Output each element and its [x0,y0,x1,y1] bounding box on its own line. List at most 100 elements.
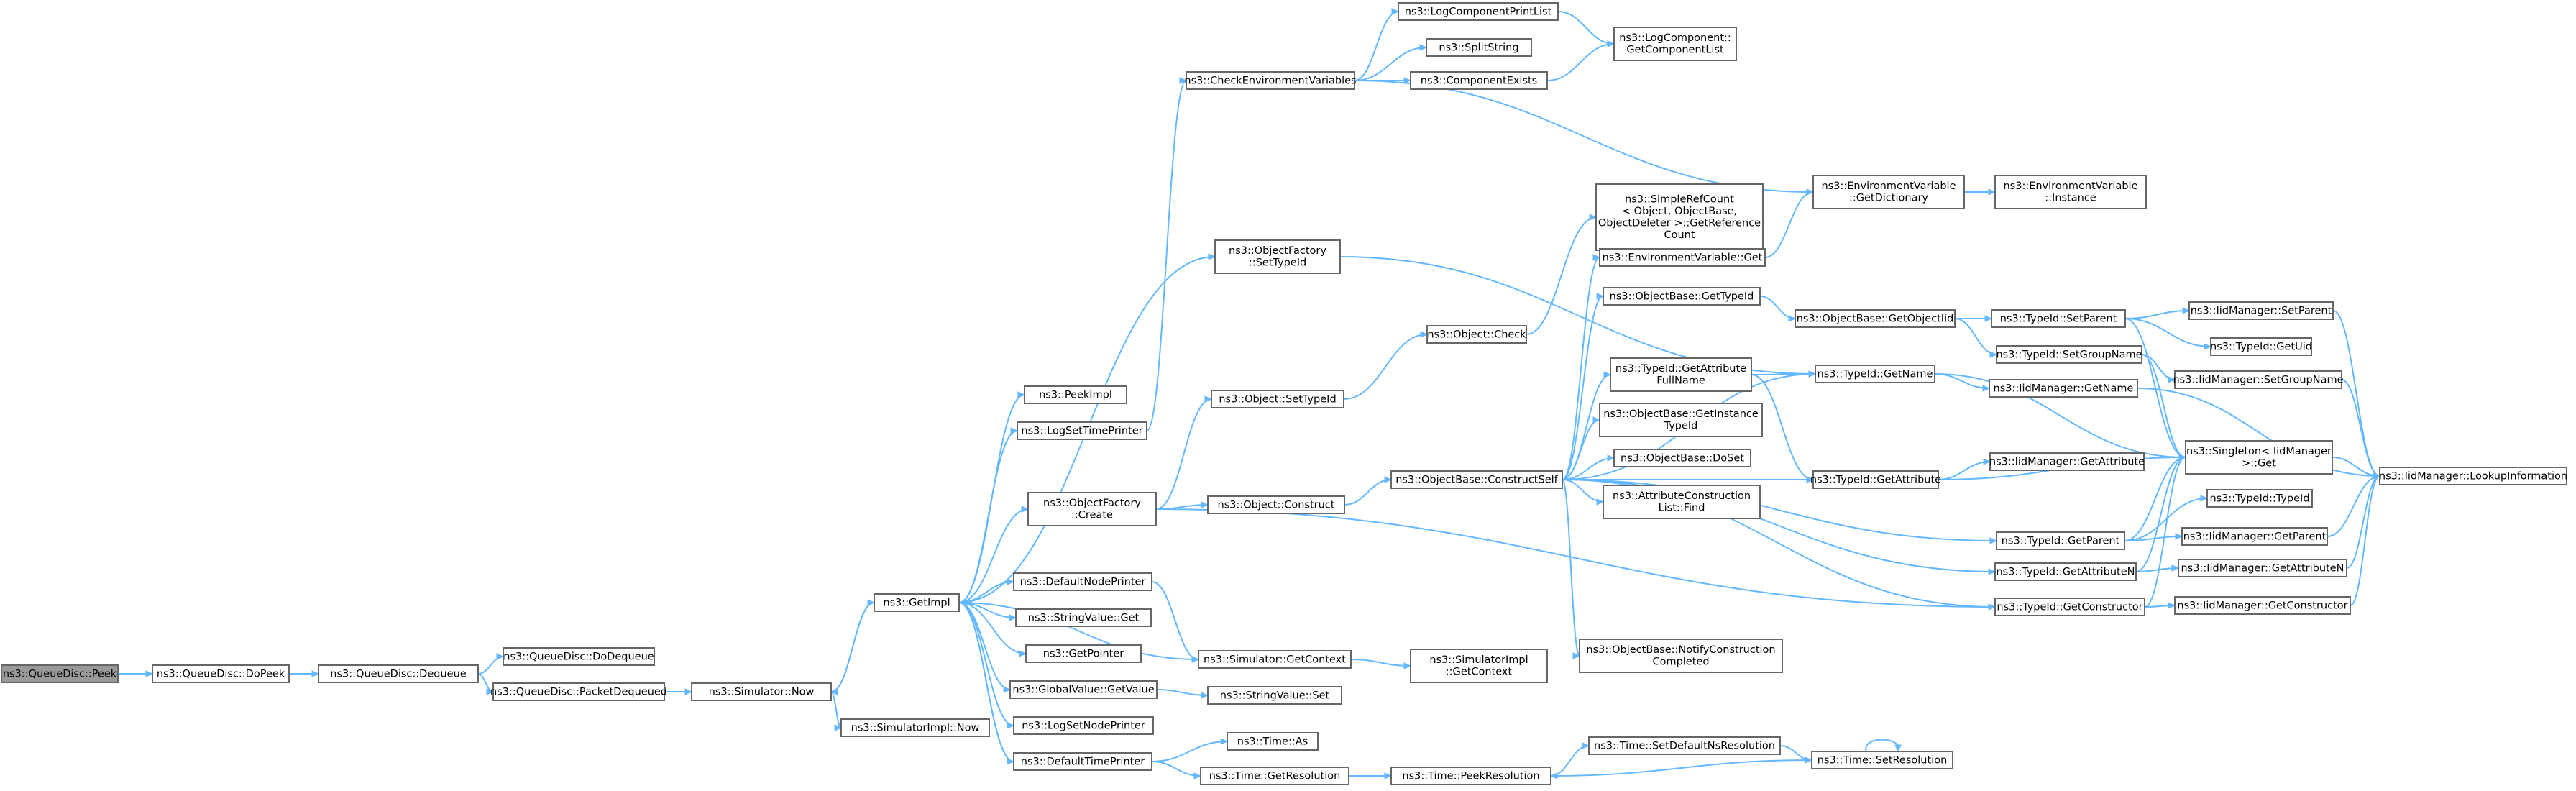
graph-node[interactable]: ns3::EnvironmentVariable::Get [1599,248,1766,267]
graph-node[interactable]: ns3::SimpleRefCount< Object, ObjectBase,… [1595,183,1764,251]
graph-node[interactable]: ns3::IidManager::SetParent [2188,301,2334,320]
graph-node[interactable]: ns3::StringValue::Set [1207,686,1342,705]
edge-arrowhead [1403,77,1412,84]
graph-node[interactable]: ns3::IidManager::GetAttributeN [2178,559,2347,577]
graph-node[interactable]: ns3::ObjectFactory::Create [1027,492,1157,526]
node-label: ns3::ObjectBase::DoSet [1621,452,1744,464]
edge-arrowhead [2178,454,2187,461]
edge-n9-n10 [1146,77,1188,431]
node-label: ns3::CheckEnvironmentVariables [1184,75,1356,86]
graph-node[interactable]: ns3::LogComponent::GetComponentList [1613,27,1737,61]
edge-line [1954,318,1997,355]
node-label: ns3::IidManager::GetName [1994,383,2134,394]
graph-node[interactable]: ns3::Time::PeekResolution [1390,767,1551,785]
graph-node[interactable]: ns3::Object::SetTypeId [1211,390,1344,408]
node-label: ns3::ObjectFactory [1043,498,1141,509]
edge-n30-n23 [1764,188,1815,258]
graph-node[interactable]: ns3::GlobalValue::GetValue [1009,680,1158,699]
edge-n2-n3 [477,653,505,675]
graph-node[interactable]: ns3::CheckEnvironmentVariables [1184,71,1357,90]
edge-n52-n55 [2141,354,2187,461]
edge-arrowhead [1788,315,1797,322]
graph-node[interactable]: ns3::Time::SetResolution [1811,751,1953,769]
root-node[interactable]: ns3::QueueDisc::Peek [1,664,119,683]
graph-node[interactable]: ns3::ObjectBase::NotifyConstructionCompl… [1579,639,1783,673]
node-label: ::SetTypeId [1249,257,1306,269]
edge-arrowhead [1596,498,1605,506]
graph-node[interactable]: ns3::IidManager::GetConstructor [2174,596,2351,615]
graph-node[interactable]: ns3::StringValue::Get [1015,608,1152,627]
graph-node[interactable]: ns3::DefaultNodePrinter [1013,572,1152,591]
graph-node[interactable]: ns3::Simulator::Now [691,682,832,701]
graph-node[interactable]: ns3::Object::Check [1426,325,1527,344]
edge-n12-n50 [1155,508,1997,611]
node-label: ns3::Object::Construct [1218,499,1335,511]
edge-n18-n6 [958,599,1014,762]
graph-node[interactable]: ns3::LogComponentPrintList [1398,2,1559,21]
graph-node[interactable]: ns3::IidManager::LookupInformation [2379,467,2567,485]
graph-node[interactable]: ns3::TypeId::GetConstructor [1994,598,2145,616]
graph-node[interactable]: ns3::QueueDisc::DoDequeue [503,647,655,666]
graph-node[interactable]: ns3::Time::SetDefaultNsResolution [1588,736,1781,755]
graph-node[interactable]: ns3::IidManager::GetParent [2181,527,2328,546]
graph-node[interactable]: ns3::Singleton< IidManager>::Get [2185,440,2333,475]
node-label: ns3::StringValue::Set [1220,690,1330,701]
graph-node[interactable]: ns3::DefaultTimePrinter [1013,752,1152,771]
node-label: ns3::StringValue::Get [1028,612,1140,623]
edge-arrowhead [1549,772,1558,779]
graph-node[interactable]: ns3::QueueDisc::PacketDequeued [490,682,667,701]
node-box [1017,421,1147,440]
edge-line [1354,80,1814,193]
graph-node[interactable]: ns3::LogSetTimePrinter [1017,421,1147,440]
graph-node[interactable]: ns3::Time::GetResolution [1200,767,1349,785]
graph-node[interactable]: ns3::ComponentExists [1410,71,1548,90]
graph-node[interactable]: ns3::ObjectBase::ConstructSelf [1390,470,1563,489]
graph-node[interactable]: ns3::Simulator::GetContext [1198,650,1352,669]
graph-node[interactable]: ns3::GetPointer [1025,644,1142,663]
graph-node[interactable]: ns3::PeekImpl [1024,385,1127,404]
edge-line [2124,536,2183,541]
graph-node[interactable]: ns3::Time::As [1227,732,1319,751]
graph-node[interactable]: ns3::TypeId::GetParent [1996,531,2125,550]
graph-node[interactable]: ns3::IidManager::GetName [1989,379,2138,398]
graph-node[interactable]: ns3::TypeId::GetAttributeN [1994,562,2137,581]
graph-node[interactable]: ns3::EnvironmentVariable::GetDictionary [1812,175,1965,209]
graph-node[interactable]: ns3::SimulatorImpl::GetContext [1410,649,1548,683]
edge-line [1562,257,1600,480]
edge-line [1151,741,1228,762]
edge-arrowhead [1988,568,1997,575]
graph-node[interactable]: ns3::Object::Construct [1207,495,1345,514]
graph-node[interactable]: ns3::SplitString [1426,38,1532,57]
graph-node[interactable]: ns3::ObjectBase::GetObjectIid [1795,309,1956,328]
graph-node[interactable]: ns3::TypeId::SetParent [1991,309,2126,328]
edge-arrowhead [1988,603,1997,611]
graph-node[interactable]: ns3::QueueDisc::DoPeek [152,664,290,683]
graph-node[interactable]: ns3::LogSetNodePrinter [1013,716,1154,735]
node-label: ns3::ObjectBase::ConstructSelf [1395,474,1558,485]
graph-node[interactable]: ns3::IidManager::GetAttribute [1989,452,2145,471]
node-label: < Object, ObjectBase, [1622,206,1737,217]
graph-node[interactable]: ns3::QueueDisc::Dequeue [318,664,479,683]
graph-node[interactable]: ns3::ObjectBase::GetTypeId [1603,287,1761,306]
node-box [840,718,990,737]
graph-node[interactable]: ns3::TypeId::GetAttribute [1810,470,1941,489]
graph-node[interactable]: ns3::ObjectFactory::SetTypeId [1214,239,1341,274]
node-label: ns3::DefaultNodePrinter [1020,576,1146,587]
graph-node[interactable]: ns3::SimulatorImpl::Now [840,718,990,737]
node-box [492,682,665,701]
node-box [2174,596,2351,615]
graph-node[interactable]: ns3::TypeId::SetGroupName [1996,345,2142,364]
graph-node[interactable]: ns3::TypeId::GetUid [2210,337,2312,356]
graph-node[interactable]: ns3::TypeId::GetName [1815,365,1935,383]
graph-node[interactable]: ns3::GetImpl [874,593,960,612]
node-label: ns3::ObjectBase::NotifyConstruction [1586,644,1775,656]
graph-node[interactable]: ns3::TypeId::TypeId [2206,489,2313,508]
node-label: ns3::IidManager::GetAttributeN [2181,562,2344,574]
graph-node[interactable]: ns3::EnvironmentVariable::Instance [1994,175,2147,209]
graph-node[interactable]: ns3::IidManager::SetGroupName [2173,370,2344,389]
graph-node[interactable]: ns3::ObjectBase::DoSet [1613,449,1751,467]
node-box [1812,175,1965,209]
